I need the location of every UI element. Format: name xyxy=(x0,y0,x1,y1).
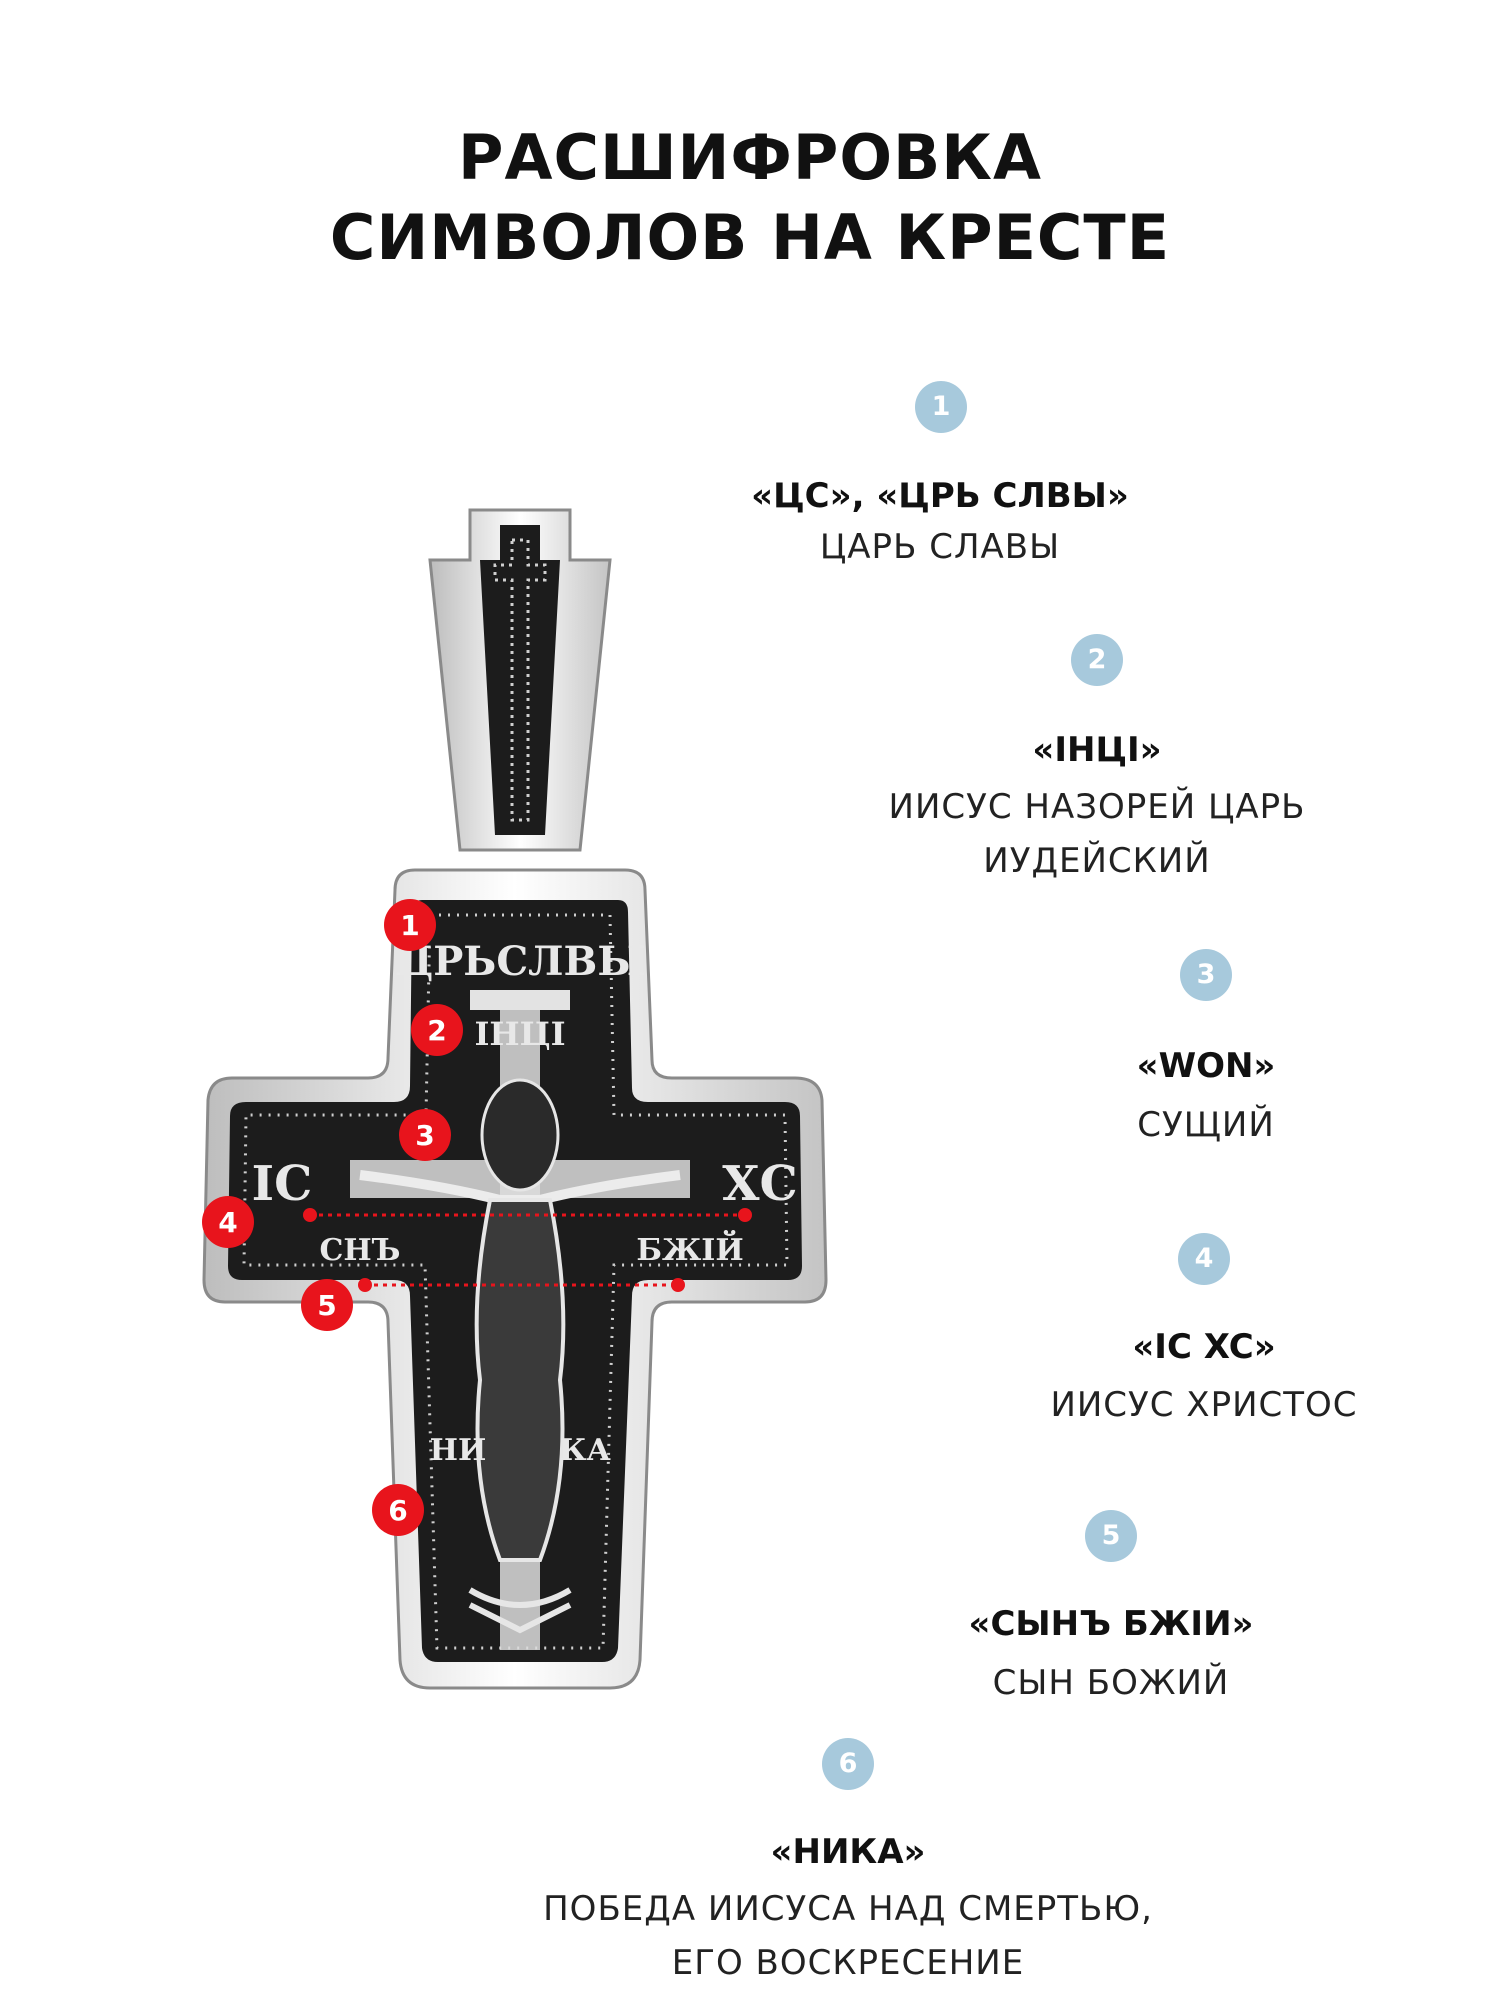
guide-dot xyxy=(303,1208,317,1222)
svg-text:1: 1 xyxy=(400,909,419,942)
svg-text:5: 5 xyxy=(317,1289,336,1322)
marker-4: 4 xyxy=(202,1196,254,1248)
engraving-top: ЦРЬСЛВЫ xyxy=(395,938,646,985)
legend-badge-4: 4 xyxy=(1178,1233,1230,1285)
legend-description-2: ИИСУС НАЗОРЕЙ ЦАРЬ ИУДЕЙСКИЙ xyxy=(888,787,1306,881)
marker-3: 3 xyxy=(399,1109,451,1161)
marker-2: 2 xyxy=(411,1004,463,1056)
legend-description-5: СЫН БОЖИЙ xyxy=(992,1663,1230,1703)
page-title: РАСШИФРОВКА СИМВОЛОВ НА КРЕСТЕ xyxy=(0,118,1500,278)
legend-badge-2: 2 xyxy=(1071,634,1123,686)
legend-heading-1: «ЦС», «ЦРЬ СЛВЫ» xyxy=(751,476,1129,516)
engraving-right-lower: БЖІЙ xyxy=(636,1230,743,1268)
legend-heading-6: «НИКА» xyxy=(770,1832,926,1872)
legend-badge-5: 5 xyxy=(1085,1510,1137,1562)
legend-heading-5: «СЫНЪ БЖІИ» xyxy=(968,1604,1254,1644)
svg-text:6: 6 xyxy=(388,1494,407,1527)
svg-text:4: 4 xyxy=(218,1206,237,1239)
svg-text:2: 2 xyxy=(427,1014,446,1047)
guide-dot xyxy=(671,1278,685,1292)
bail xyxy=(428,508,612,852)
legend-badge-1: 1 xyxy=(915,381,967,433)
marker-1: 1 xyxy=(384,899,436,951)
svg-text:3: 3 xyxy=(415,1119,434,1152)
engraving-bottom-left: НИ xyxy=(430,1433,487,1468)
engraving-bottom-right: КА xyxy=(559,1433,611,1468)
engraving-titulus: ІНЦІ xyxy=(474,1015,565,1053)
guide-dot xyxy=(738,1208,752,1222)
engraving-left-lower: СНЪ xyxy=(320,1233,401,1268)
legend-heading-2: «ІНЦІ» xyxy=(1032,730,1162,770)
legend-badge-6: 6 xyxy=(822,1738,874,1790)
guide-dot xyxy=(358,1278,372,1292)
legend-heading-3: «WON» xyxy=(1136,1046,1276,1086)
legend-description-4: ИИСУС ХРИСТОС xyxy=(1050,1385,1358,1425)
cross-body: ЦРЬСЛВЫ ІНЦІ ІС ХС СНЪ БЖІЙ НИ КА xyxy=(202,868,828,1690)
title-line-2: СИМВОЛОВ НА КРЕСТЕ xyxy=(329,201,1171,274)
legend-badge-3: 3 xyxy=(1180,949,1232,1001)
engraving-right-upper: ХС xyxy=(722,1156,797,1212)
title-line-1: РАСШИФРОВКА xyxy=(458,121,1042,194)
legend-description-3: СУЩИЙ xyxy=(1137,1105,1275,1145)
legend-description-1: ЦАРЬ СЛАВЫ xyxy=(819,527,1061,567)
legend-heading-4: «IC XC» xyxy=(1132,1327,1276,1367)
engraving-left-upper: ІС xyxy=(252,1156,313,1212)
marker-6: 6 xyxy=(372,1484,424,1536)
legend-description-6: ПОБЕДА ИИСУСА НАД СМЕРТЬЮ, ЕГО ВОСКРЕСЕН… xyxy=(543,1889,1153,1983)
marker-5: 5 xyxy=(301,1279,353,1331)
